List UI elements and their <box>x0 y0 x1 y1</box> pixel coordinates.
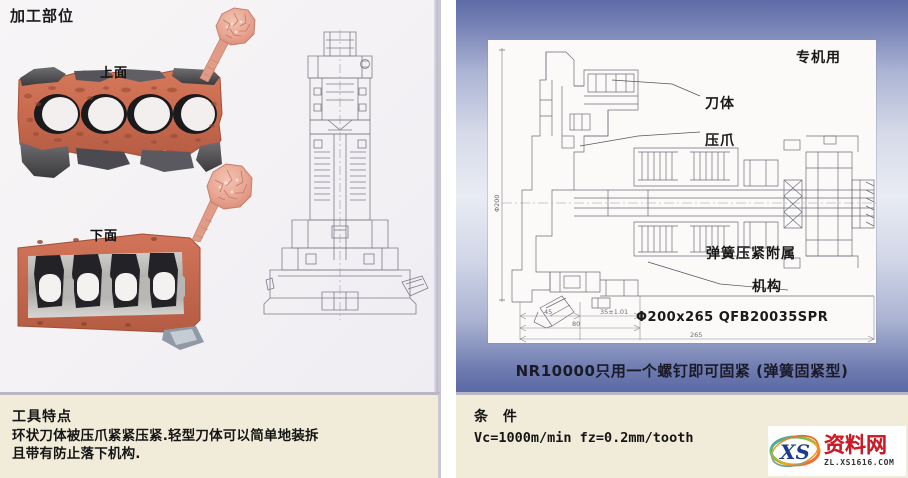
tool-features-line-1: 环状刀体被压爪紧紧压紧.轻型刀体可以简单地装拆 <box>12 427 319 444</box>
dim-phi200: Φ200 <box>493 194 501 212</box>
xs-logo-icon: XS <box>769 434 821 468</box>
column-separator <box>441 0 456 478</box>
label-clamp-claw: 压爪 <box>705 133 735 149</box>
spring-clamp-drawing-panel: 45 35±1.01 80 265 Φ200 刀体 压爪 专机用 弹簧压紧附属 … <box>456 0 908 392</box>
tool-assembly-cross-section <box>263 30 429 320</box>
label-spring-mech-line1: 弹簧压紧附属 <box>706 246 796 262</box>
dim-35: 35±1.01 <box>600 308 628 316</box>
engine-block-bottom-photo <box>17 233 204 350</box>
tool-features-panel: 工具特点 环状刀体被压爪紧紧压紧.轻型刀体可以简单地装拆 且带有防止落下机构. <box>0 392 441 478</box>
machining-location-panel: 加工部位 <box>0 0 441 392</box>
watermark-url: ZL.XS1616.COM <box>824 458 895 467</box>
label-top-surface: 上面 <box>100 66 129 81</box>
conditions-values: Vc=1000m/min fz=0.2mm/tooth <box>474 429 694 446</box>
tool-features-heading: 工具特点 <box>12 409 72 425</box>
page-title: 加工部位 <box>10 7 75 25</box>
cutter-head-illustration-bottom <box>191 163 253 242</box>
conditions-heading: 条 件 <box>474 409 522 425</box>
label-spec-code: Φ200x265 QFB20035SPR <box>636 310 829 325</box>
svg-text:XS: XS <box>778 440 810 464</box>
watermark-brand: 资料网 <box>824 435 894 456</box>
label-special-machine: 专机用 <box>796 50 841 66</box>
label-cutter-body: 刀体 <box>705 96 735 112</box>
machine-assembly-drawing: 45 35±1.01 80 265 Φ200 <box>493 48 876 343</box>
label-bottom-surface: 下面 <box>90 229 119 244</box>
tool-features-line-2: 且带有防止落下机构. <box>12 446 141 463</box>
dim-45: 45 <box>544 308 552 316</box>
cutter-head-illustration-top <box>199 7 256 82</box>
engine-block-top-photo <box>17 67 223 178</box>
watermark-logo: XS 资料网 ZL.XS1616.COM <box>768 426 906 476</box>
drawing-caption: NR10000只用一个螺钉即可固紧 (弹簧固紧型) <box>515 361 849 380</box>
left-panel-edge <box>434 0 438 392</box>
dim-80: 80 <box>572 320 580 328</box>
drawing-card: 45 35±1.01 80 265 Φ200 刀体 压爪 <box>488 40 876 343</box>
label-spring-mech-line2: 机构 <box>752 279 782 295</box>
dim-265: 265 <box>690 331 702 339</box>
